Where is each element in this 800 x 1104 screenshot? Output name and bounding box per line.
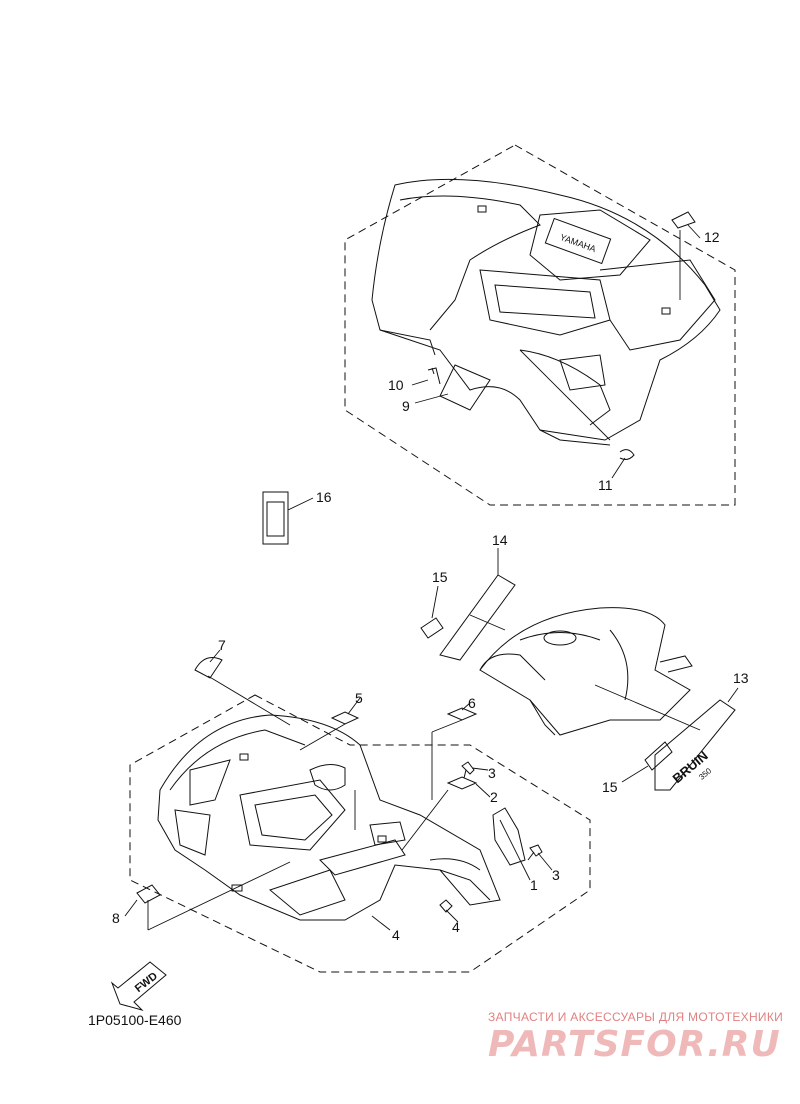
rear-logo-text: YAMAHA (559, 232, 598, 254)
drawing-code: 1P05100-E460 (88, 1012, 182, 1028)
part-15-decal-lower (644, 741, 673, 771)
part-label: 14 (492, 532, 508, 548)
part-label: 7 (218, 637, 226, 653)
tank-cover-drawing (479, 607, 693, 736)
part-label: 9 (402, 398, 410, 414)
part-label: 2 (490, 789, 498, 805)
part-11-clip (619, 449, 635, 460)
rear-group-dashed-outline (344, 144, 736, 506)
part-label: 13 (733, 670, 749, 686)
part-label: 12 (704, 229, 720, 245)
part-3-bolt-upper (461, 761, 475, 779)
leader-lines (124, 224, 739, 931)
part-1-mudflap (492, 807, 526, 866)
part-label: 15 (432, 569, 448, 585)
part-label: 4 (452, 919, 460, 935)
part-8-decal (136, 884, 161, 904)
front-fender-drawing (157, 714, 501, 921)
part-label: 16 (316, 489, 332, 505)
part-12-decal (671, 211, 696, 229)
part-4-nut (439, 899, 453, 913)
part-label: 5 (355, 690, 363, 706)
part-label: 8 (112, 910, 120, 926)
part-16-label (262, 491, 289, 545)
forward-arrow: FWD (110, 961, 167, 1011)
part-label: 11 (598, 477, 613, 493)
part-label: 10 (388, 377, 404, 393)
part-label: 3 (488, 765, 496, 781)
part-15-decal-upper (420, 617, 444, 639)
watermark-caption: ЗАПЧАСТИ И АКСЕССУАРЫ ДЛЯ МОТОТЕХНИКИ (488, 1010, 784, 1024)
part-9-plate (439, 364, 491, 411)
part-6-decal (446, 707, 478, 721)
part-label: 15 (602, 779, 618, 795)
part-label: 4 (392, 927, 400, 943)
part-7-reflector (194, 657, 223, 679)
part-14-decal (439, 574, 516, 661)
part-label: 3 (552, 867, 560, 883)
part-5-decal (330, 711, 360, 725)
rear-fender-drawing: YAMAHA (371, 178, 721, 446)
watermark-logo: PARTSFOR.RU (488, 1024, 781, 1065)
part-10-bolt (427, 367, 441, 385)
part-label: 6 (468, 695, 476, 711)
front-group-dashed-outline (129, 694, 591, 973)
part-2-decal (446, 776, 478, 790)
part-label: 1 (530, 877, 538, 893)
part-3-bolt-lower (527, 844, 543, 861)
